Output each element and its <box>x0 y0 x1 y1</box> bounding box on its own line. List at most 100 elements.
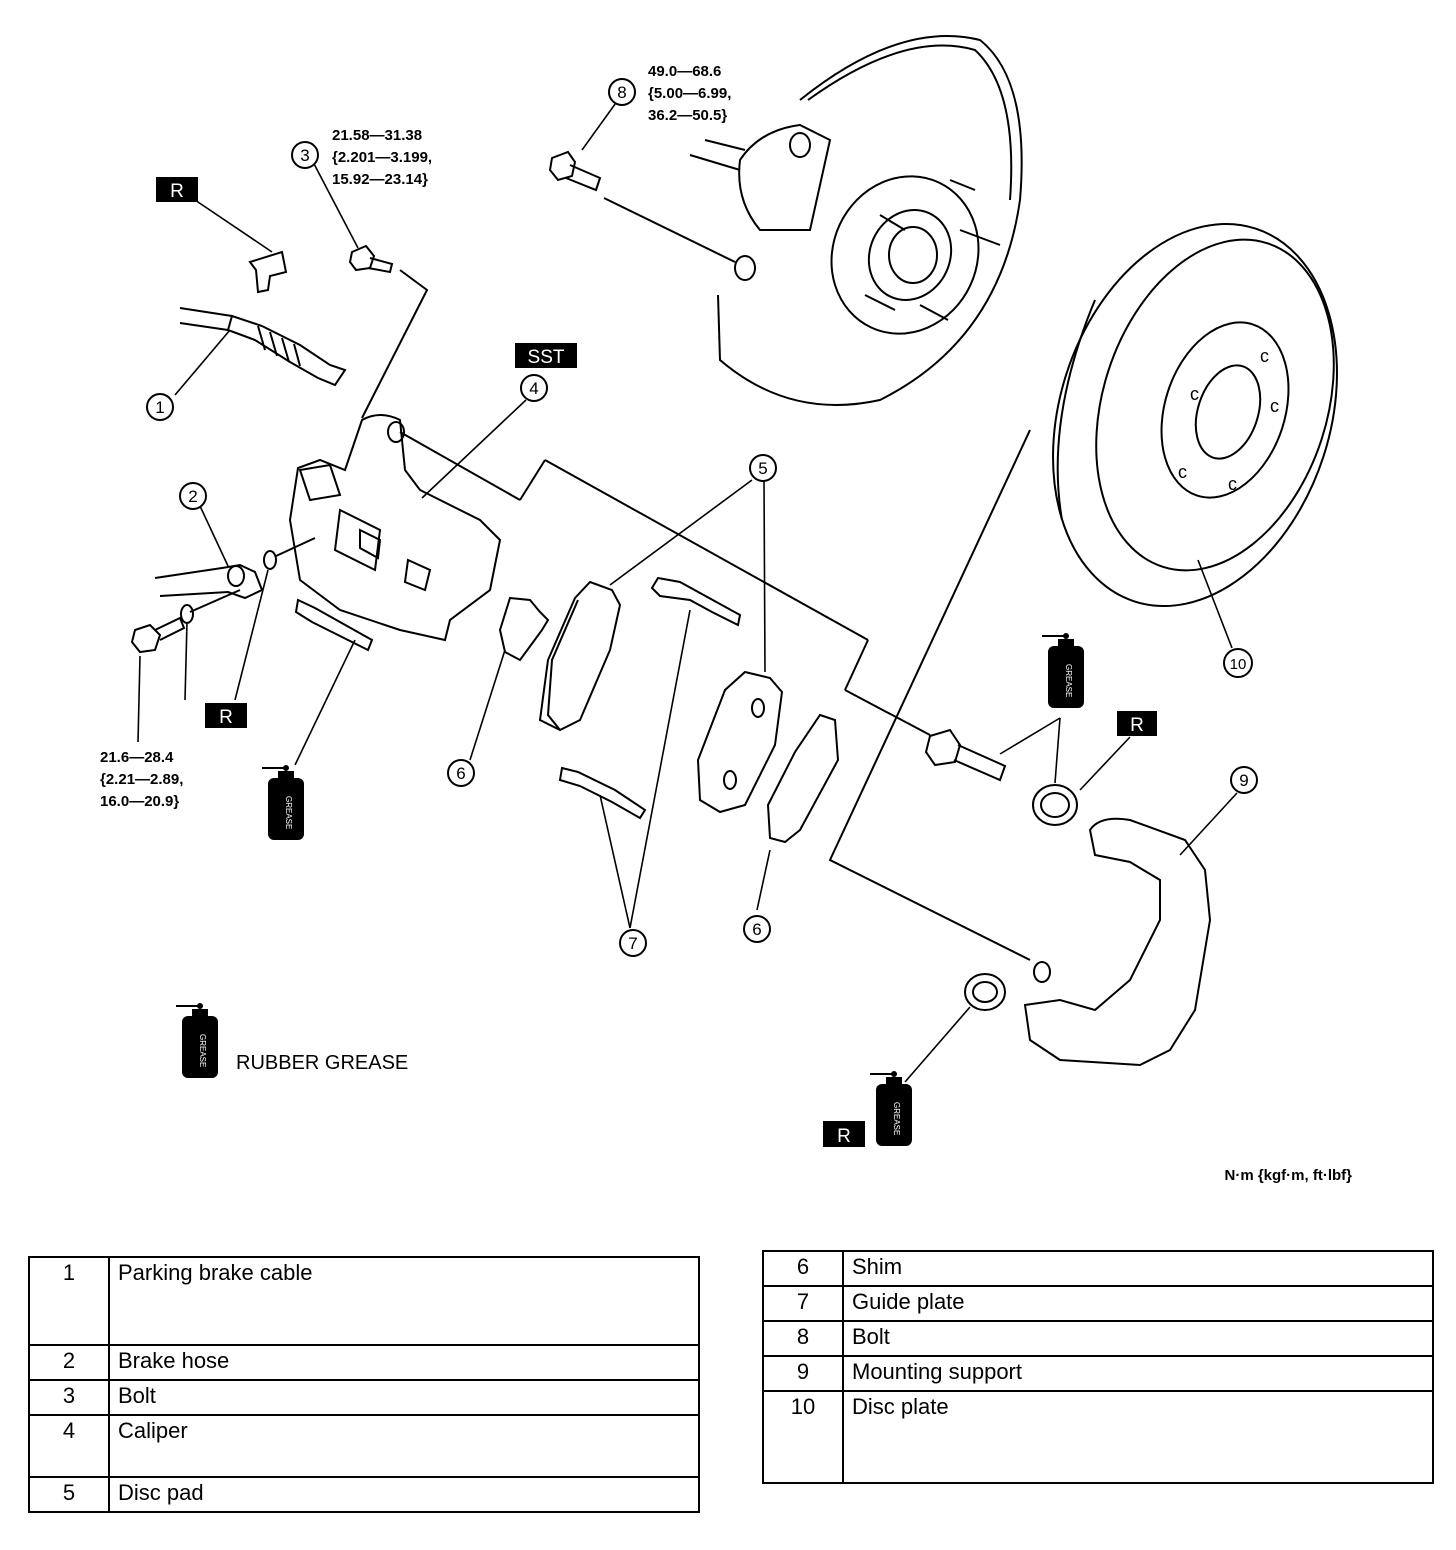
callout-10-circle <box>1223 648 1253 678</box>
replace-badge-label: R <box>170 181 184 202</box>
parking-brake-cable <box>179 307 347 387</box>
callout-9: 9 <box>1239 771 1248 790</box>
part-number: 4 <box>28 1414 110 1478</box>
callout-7: 7 <box>628 934 637 953</box>
table-row: 2 Brake hose <box>28 1344 700 1381</box>
table-row: 10 Disc plate <box>762 1390 1434 1484</box>
grease-can-icon: GREASE <box>869 1070 913 1147</box>
part-name: Bolt <box>842 1320 1434 1357</box>
table-row: 9 Mounting support <box>762 1355 1434 1392</box>
part-name: Parking brake cable <box>108 1256 700 1346</box>
part-name: Guide plate <box>842 1285 1434 1322</box>
replace-badge: R <box>205 703 247 728</box>
grease-can-text: GREASE <box>198 1034 207 1067</box>
grease-can-text: GREASE <box>284 796 293 829</box>
torque-bolt8-nm: 49.0—68.6 <box>648 63 721 80</box>
callout-3-circle <box>291 141 319 169</box>
table-row: 8 Bolt <box>762 1320 1434 1357</box>
torque-bolt8-kgfm: {5.00—6.99, <box>648 85 731 102</box>
hub-and-dust-shield <box>689 35 1023 406</box>
part-number: 2 <box>28 1344 110 1381</box>
torque-bolt2-ftlbf: 16.0—20.9} <box>100 793 179 810</box>
shim-right <box>766 713 840 844</box>
svg-text:c: c <box>1260 346 1269 366</box>
callout-1-circle <box>146 393 174 421</box>
callout-1: 1 <box>155 398 164 417</box>
callout-10: 10 <box>1230 656 1247 673</box>
callout-5-circle <box>749 454 777 482</box>
callout-3: 3 <box>300 146 309 165</box>
disc-plate: c c c c c <box>1052 222 1338 608</box>
table-row: 3 Bolt <box>28 1379 700 1416</box>
replace-badge-label: R <box>1130 715 1144 736</box>
table-row: 1 Parking brake cable <box>28 1256 700 1346</box>
grease-can-legend-icon: GREASE <box>175 1002 219 1079</box>
callout-6a: 6 <box>456 764 465 783</box>
replace-badge: R <box>1117 711 1157 736</box>
part-name: Caliper <box>108 1414 700 1478</box>
guide-pin <box>924 728 1007 782</box>
callout-8: 8 <box>617 83 626 102</box>
part-name: Disc pad <box>108 1476 700 1513</box>
svg-text:c: c <box>1228 474 1237 494</box>
replace-badge: R <box>823 1121 865 1147</box>
part-number: 3 <box>28 1379 110 1416</box>
torque-bolt8-ftlbf: 36.2—50.5} <box>648 107 727 124</box>
torque-bolt3-ftlbf: 15.92—23.14} <box>332 171 428 188</box>
grease-can-icon: GREASE <box>261 764 305 841</box>
caliper <box>288 414 931 736</box>
grease-can-text: GREASE <box>1064 664 1073 697</box>
torque-bolt2-nm: 21.6—28.4 <box>100 749 174 766</box>
part-number: 5 <box>28 1476 110 1513</box>
part-number: 9 <box>762 1355 844 1392</box>
part-number: 6 <box>762 1250 844 1287</box>
part-number: 10 <box>762 1390 844 1484</box>
part-number: 1 <box>28 1256 110 1346</box>
table-row: 5 Disc pad <box>28 1476 700 1513</box>
callout-2-circle <box>179 482 207 510</box>
part-name: Brake hose <box>108 1344 700 1381</box>
table-row: 4 Caliper <box>28 1414 700 1478</box>
part-number: 7 <box>762 1285 844 1322</box>
callout-8-circle <box>608 78 636 106</box>
callout-6a-circle <box>447 759 475 787</box>
callout-6b: 6 <box>752 920 761 939</box>
guide-plate-upper <box>650 576 742 627</box>
part-number: 8 <box>762 1320 844 1357</box>
pin-boot <box>964 784 1078 1011</box>
table-row: 7 Guide plate <box>762 1285 1434 1322</box>
part-name: Disc plate <box>842 1390 1434 1484</box>
callout-4: 4 <box>529 379 538 398</box>
torque-bolt2-kgfm: {2.21—2.89, <box>100 771 183 788</box>
grease-can-icon: GREASE <box>1041 632 1085 709</box>
rubber-grease-legend: RUBBER GREASE <box>236 1052 408 1074</box>
units-note: N·m {kgf·m, ft·lbf} <box>1225 1167 1353 1184</box>
leader-lines <box>137 99 1238 1083</box>
shim-left <box>498 596 550 662</box>
exploded-brake-diagram: c c c c c <box>100 35 1353 1184</box>
part-name: Shim <box>842 1250 1434 1287</box>
callout-5: 5 <box>758 459 767 478</box>
retaining-clip <box>248 250 288 294</box>
callout-9-circle <box>1230 766 1258 794</box>
replace-badge-label: R <box>219 707 233 728</box>
torque-bolt3-nm: 21.58—31.38 <box>332 127 422 144</box>
callout-4-circle <box>520 374 548 402</box>
sst-badge-label: SST <box>528 347 565 368</box>
svg-text:c: c <box>1178 462 1187 482</box>
replace-badge-label: R <box>837 1126 851 1147</box>
table-row: 6 Shim <box>762 1250 1434 1287</box>
parts-table-left: 1 Parking brake cable 2 Brake hose 3 Bol… <box>28 1256 700 1513</box>
part-name: Mounting support <box>842 1355 1434 1392</box>
part-name: Bolt <box>108 1379 700 1416</box>
disc-pad-inner <box>696 670 784 814</box>
torque-bolt3-kgfm: {2.201—3.199, <box>332 149 432 166</box>
svg-text:c: c <box>1190 384 1199 404</box>
callout-7-circle <box>619 929 647 957</box>
guide-plate-lower <box>558 766 647 820</box>
sst-badge: SST <box>515 343 577 368</box>
brake-hose <box>130 537 316 654</box>
replace-badge: R <box>156 177 273 253</box>
callout-2: 2 <box>188 487 197 506</box>
svg-text:c: c <box>1270 396 1279 416</box>
